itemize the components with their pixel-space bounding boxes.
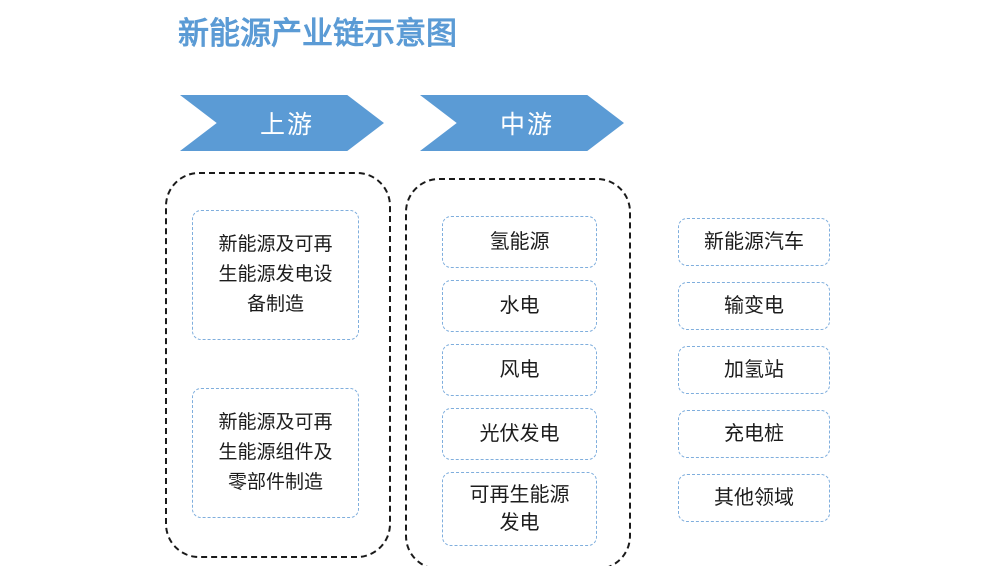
item-box[interactable]: 水电 [442,280,597,332]
item-box[interactable]: 新能源及可再 生能源发电设 备制造 [192,210,359,340]
stage-arrow-midstream-label: 中游 [499,111,554,139]
item-box[interactable]: 氢能源 [442,216,597,268]
item-box[interactable]: 可再生能源 发电 [442,472,597,546]
item-box[interactable]: 光伏发电 [442,408,597,460]
stage-arrow-midstream: 中游 [420,95,624,151]
group-container-midstream [405,178,631,566]
stage-arrow-upstream: 上游 [180,95,384,151]
item-box[interactable]: 充电桩 [678,410,830,458]
column-midstream: 氢能源 水电 风电 光伏发电 可再生能源 发电 [442,216,597,546]
item-box[interactable]: 新能源汽车 [678,218,830,266]
column-downstream: 新能源汽车 输变电 加氢站 充电桩 其他领域 [678,218,830,522]
item-box[interactable]: 其他领域 [678,474,830,522]
item-box[interactable]: 加氢站 [678,346,830,394]
item-box[interactable]: 新能源及可再 生能源组件及 零部件制造 [192,388,359,518]
group-container-upstream [165,172,391,558]
page-title: 新能源产业链示意图 [178,16,457,51]
column-upstream: 新能源及可再 生能源发电设 备制造 新能源及可再 生能源组件及 零部件制造 [192,210,359,518]
item-box[interactable]: 风电 [442,344,597,396]
item-box[interactable]: 输变电 [678,282,830,330]
stage-arrow-upstream-label: 上游 [259,111,314,139]
